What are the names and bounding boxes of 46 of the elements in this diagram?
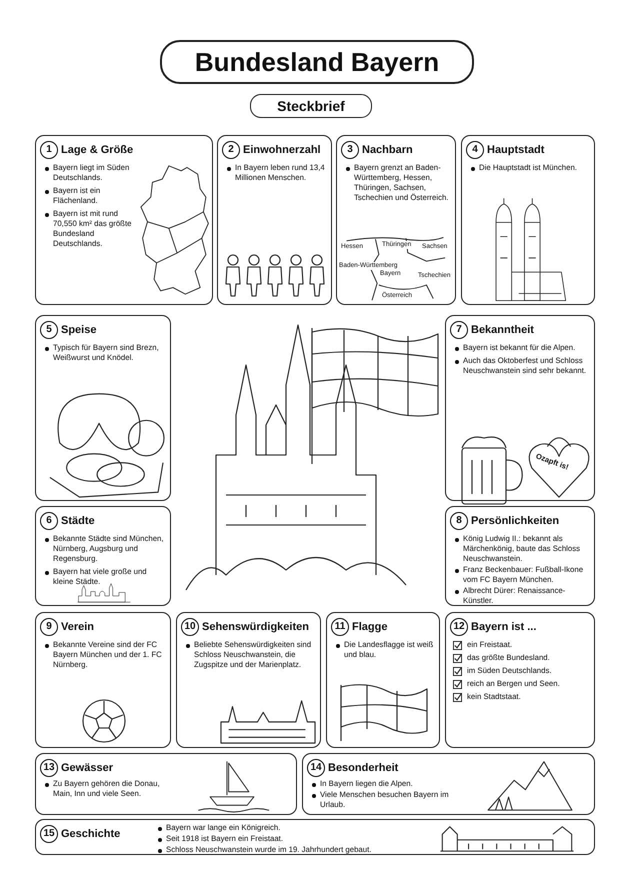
card-heading: Sehenswürdigkeiten bbox=[202, 620, 309, 635]
fact-card bbox=[302, 753, 595, 815]
section-number: 11 bbox=[331, 618, 349, 636]
page-title: Bundesland Bayern bbox=[160, 40, 474, 84]
fact-card bbox=[326, 612, 440, 748]
fact-card bbox=[35, 819, 595, 855]
fact-card bbox=[445, 506, 595, 606]
card-heading: Speise bbox=[61, 323, 96, 338]
fact-card bbox=[336, 135, 456, 305]
section-number: 8 bbox=[450, 512, 468, 530]
card-heading: Persönlichkeiten bbox=[471, 514, 560, 529]
section-number: 12 bbox=[450, 618, 468, 636]
section-number: 6 bbox=[40, 512, 58, 530]
fact-card bbox=[35, 753, 297, 815]
fact-card bbox=[176, 612, 321, 748]
fact-card bbox=[35, 506, 171, 606]
card-heading: Hauptstadt bbox=[487, 143, 544, 158]
fact-card bbox=[461, 135, 595, 305]
card-heading: Verein bbox=[61, 620, 94, 635]
card-heading: Besonderheit bbox=[328, 761, 398, 776]
card-heading: Bekanntheit bbox=[471, 323, 534, 338]
section-number: 13 bbox=[40, 759, 58, 777]
fact-card bbox=[445, 612, 595, 748]
section-number: 10 bbox=[181, 618, 199, 636]
card-heading: Gewässer bbox=[61, 761, 113, 776]
card-heading: Städte bbox=[61, 514, 95, 529]
card-heading: Einwohnerzahl bbox=[243, 143, 321, 158]
section-number: 15 bbox=[40, 825, 58, 843]
fact-card bbox=[35, 315, 171, 501]
fact-card bbox=[35, 612, 171, 748]
section-number: 4 bbox=[466, 141, 484, 159]
card-heading: Flagge bbox=[352, 620, 388, 635]
section-number: 2 bbox=[222, 141, 240, 159]
section-number: 1 bbox=[40, 141, 58, 159]
section-number: 3 bbox=[341, 141, 359, 159]
card-heading: Nachbarn bbox=[362, 143, 413, 158]
subtitle: Steckbrief bbox=[250, 94, 372, 118]
section-number: 14 bbox=[307, 759, 325, 777]
card-heading: Lage & Größe bbox=[61, 143, 134, 158]
section-number: 7 bbox=[450, 321, 468, 339]
section-number: 5 bbox=[40, 321, 58, 339]
card-heading: Geschichte bbox=[61, 827, 120, 842]
card-heading: Bayern ist ... bbox=[471, 620, 536, 635]
fact-card bbox=[35, 135, 213, 305]
fact-card bbox=[217, 135, 332, 305]
section-number: 9 bbox=[40, 618, 58, 636]
